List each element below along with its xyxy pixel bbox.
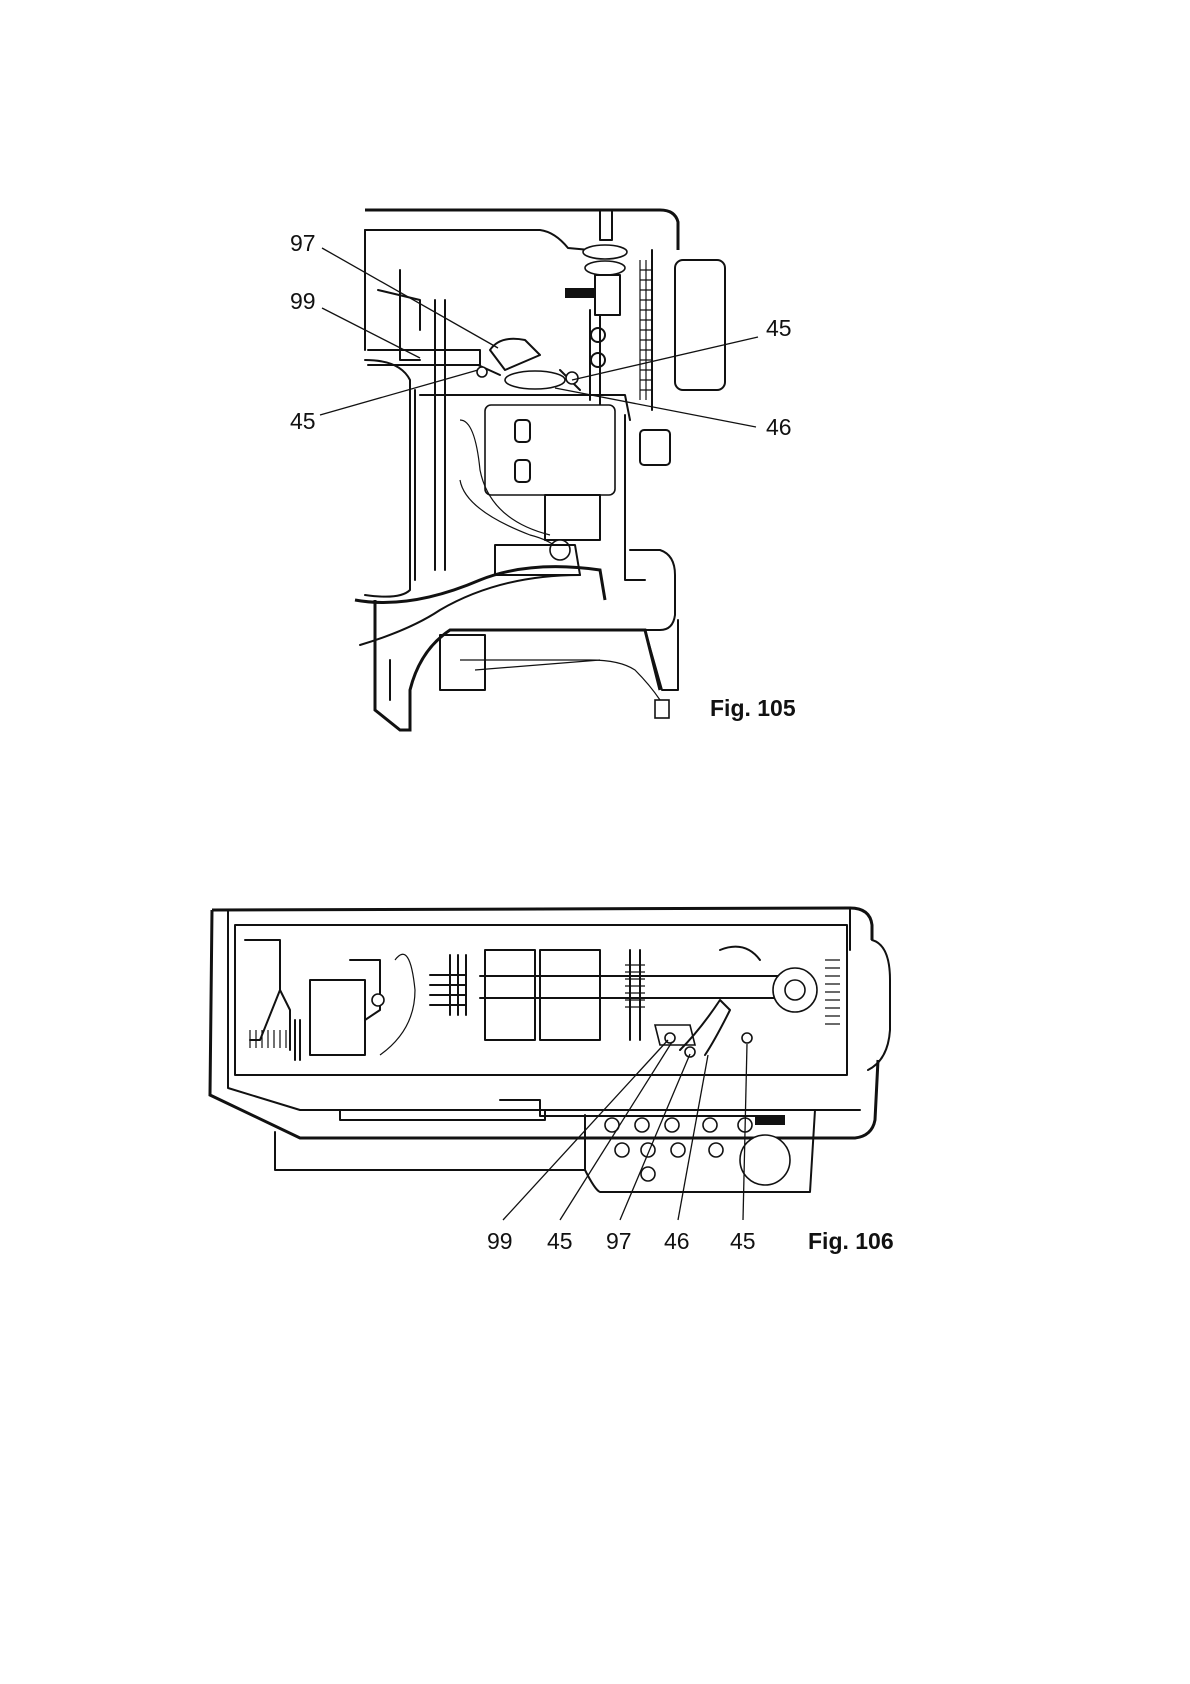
figure-106-caption: Fig. 106 xyxy=(808,1230,894,1253)
figure-106-drawing xyxy=(200,960,980,1380)
callout-97: 97 xyxy=(290,232,316,255)
callout-45-right: 45 xyxy=(730,1230,756,1253)
callout-99: 99 xyxy=(487,1230,513,1253)
callout-46: 46 xyxy=(664,1230,690,1253)
callout-45-left: 45 xyxy=(290,410,316,433)
figure-105-caption: Fig. 105 xyxy=(710,697,796,720)
figure-105: 97 99 45 45 46 Fig. 105 xyxy=(300,190,880,790)
callout-45-right: 45 xyxy=(766,317,792,340)
figure-106: 99 45 97 46 45 Fig. 106 xyxy=(200,960,980,1380)
callout-99: 99 xyxy=(290,290,316,313)
callout-45-left: 45 xyxy=(547,1230,573,1253)
callout-97: 97 xyxy=(606,1230,632,1253)
callout-46: 46 xyxy=(766,416,792,439)
